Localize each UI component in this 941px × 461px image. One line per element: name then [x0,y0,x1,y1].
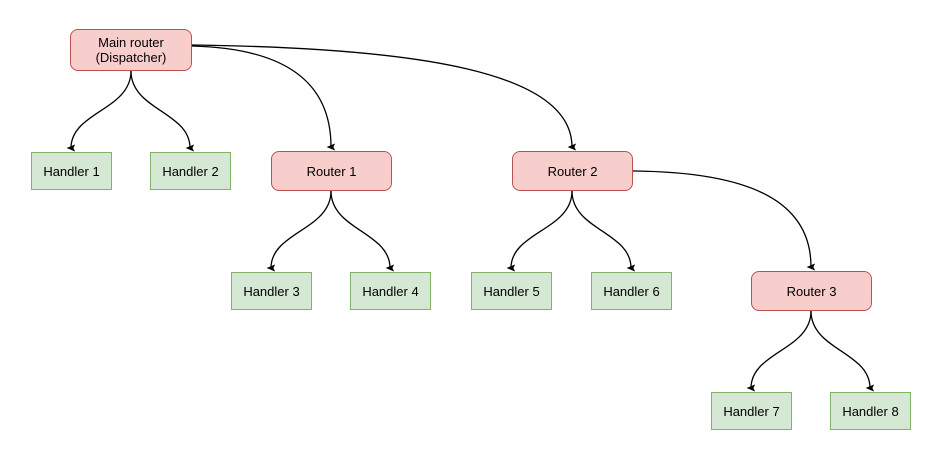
node-main[interactable]: Main router (Dispatcher) [70,29,192,71]
node-handler7[interactable]: Handler 7 [711,392,792,430]
edge-router1-to-handler3 [266,190,332,272]
edge-main-to-router2 [191,44,577,151]
node-handler3[interactable]: Handler 3 [231,272,312,310]
edge-main-to-handler1 [66,70,132,152]
edge-router1-to-handler4 [330,190,395,272]
node-handler4-label: Handler 4 [362,283,419,299]
node-handler6[interactable]: Handler 6 [591,272,672,310]
node-router1-label: Router 1 [306,163,357,179]
edge-router2-to-handler5 [506,190,573,272]
edge-router3-to-handler8 [810,310,875,392]
edge-router2-to-handler6 [571,190,636,272]
node-handler7-label: Handler 7 [723,403,780,419]
edges-group [66,44,875,392]
node-handler5-label: Handler 5 [483,283,540,299]
edge-main-to-handler2 [130,70,195,152]
node-router1[interactable]: Router 1 [271,151,392,191]
node-main-label: Main router (Dispatcher) [95,35,167,65]
edge-router3-to-handler7 [746,310,812,392]
edge-router2-to-router3 [632,170,816,271]
node-handler2-label: Handler 2 [162,163,219,179]
node-handler2[interactable]: Handler 2 [150,152,231,190]
node-handler4[interactable]: Handler 4 [350,272,431,310]
node-handler8-label: Handler 8 [842,403,899,419]
node-handler1[interactable]: Handler 1 [31,152,112,190]
node-handler3-label: Handler 3 [243,283,300,299]
node-handler5[interactable]: Handler 5 [471,272,552,310]
node-router3-label: Router 3 [786,283,837,299]
node-router2-label: Router 2 [547,163,598,179]
node-router3[interactable]: Router 3 [751,271,872,311]
node-handler8[interactable]: Handler 8 [830,392,911,430]
node-handler1-label: Handler 1 [43,163,100,179]
edge-main-to-router1 [191,45,336,151]
node-router2[interactable]: Router 2 [512,151,633,191]
node-handler6-label: Handler 6 [603,283,660,299]
